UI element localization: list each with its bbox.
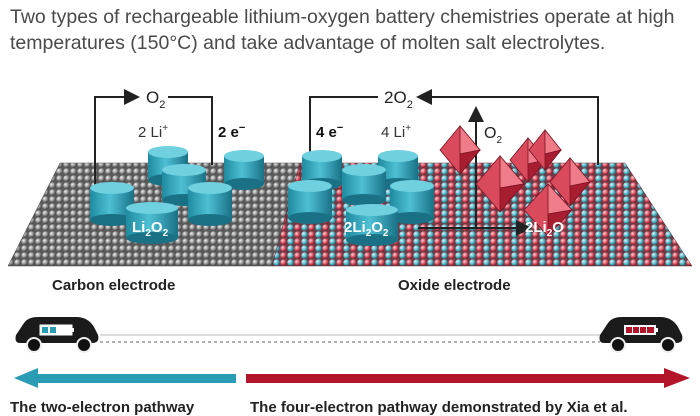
oxide-electrode-label: Oxide electrode: [398, 277, 511, 294]
released-gas-label: O2: [484, 125, 502, 146]
li2o2-discs-right: [288, 150, 434, 246]
car-right: [599, 317, 683, 353]
figure-caption: Two types of rechargeable lithium-oxygen…: [10, 6, 675, 54]
battery-cell-left-1: [42, 327, 48, 333]
two-electron-caption: The two-electron pathway: [10, 399, 195, 416]
left-pathway-loop: [94, 89, 140, 210]
right-pathway-loop: [416, 89, 599, 165]
left-product-label: Li2O2: [132, 219, 169, 239]
carbon-electrode-label: Carbon electrode: [52, 277, 175, 294]
battery-cell-left-2: [50, 327, 56, 333]
left-electron-path: [168, 96, 213, 165]
two-electron-range-arrow: [14, 368, 236, 388]
right-product-a-label: 2Li2O2: [344, 219, 389, 239]
left-ions-label: 2 Li+: [138, 123, 168, 141]
left-electrons-label: 2 e−: [218, 122, 245, 141]
right-electrons-label: 4 e−: [316, 122, 343, 141]
right-ions-label: 4 Li+: [381, 123, 411, 141]
li2o2-discs-left: [90, 146, 264, 244]
four-electron-range-arrow: [246, 368, 690, 388]
four-electron-caption: The four-electron pathway demonstrated b…: [250, 399, 628, 416]
right-gas-label: 2O2: [384, 88, 413, 111]
li2o-crystals: [439, 124, 592, 238]
car-left: [15, 317, 99, 353]
right-product-b-label: 2Li2O: [525, 219, 564, 239]
left-gas-label: O2: [146, 88, 165, 111]
